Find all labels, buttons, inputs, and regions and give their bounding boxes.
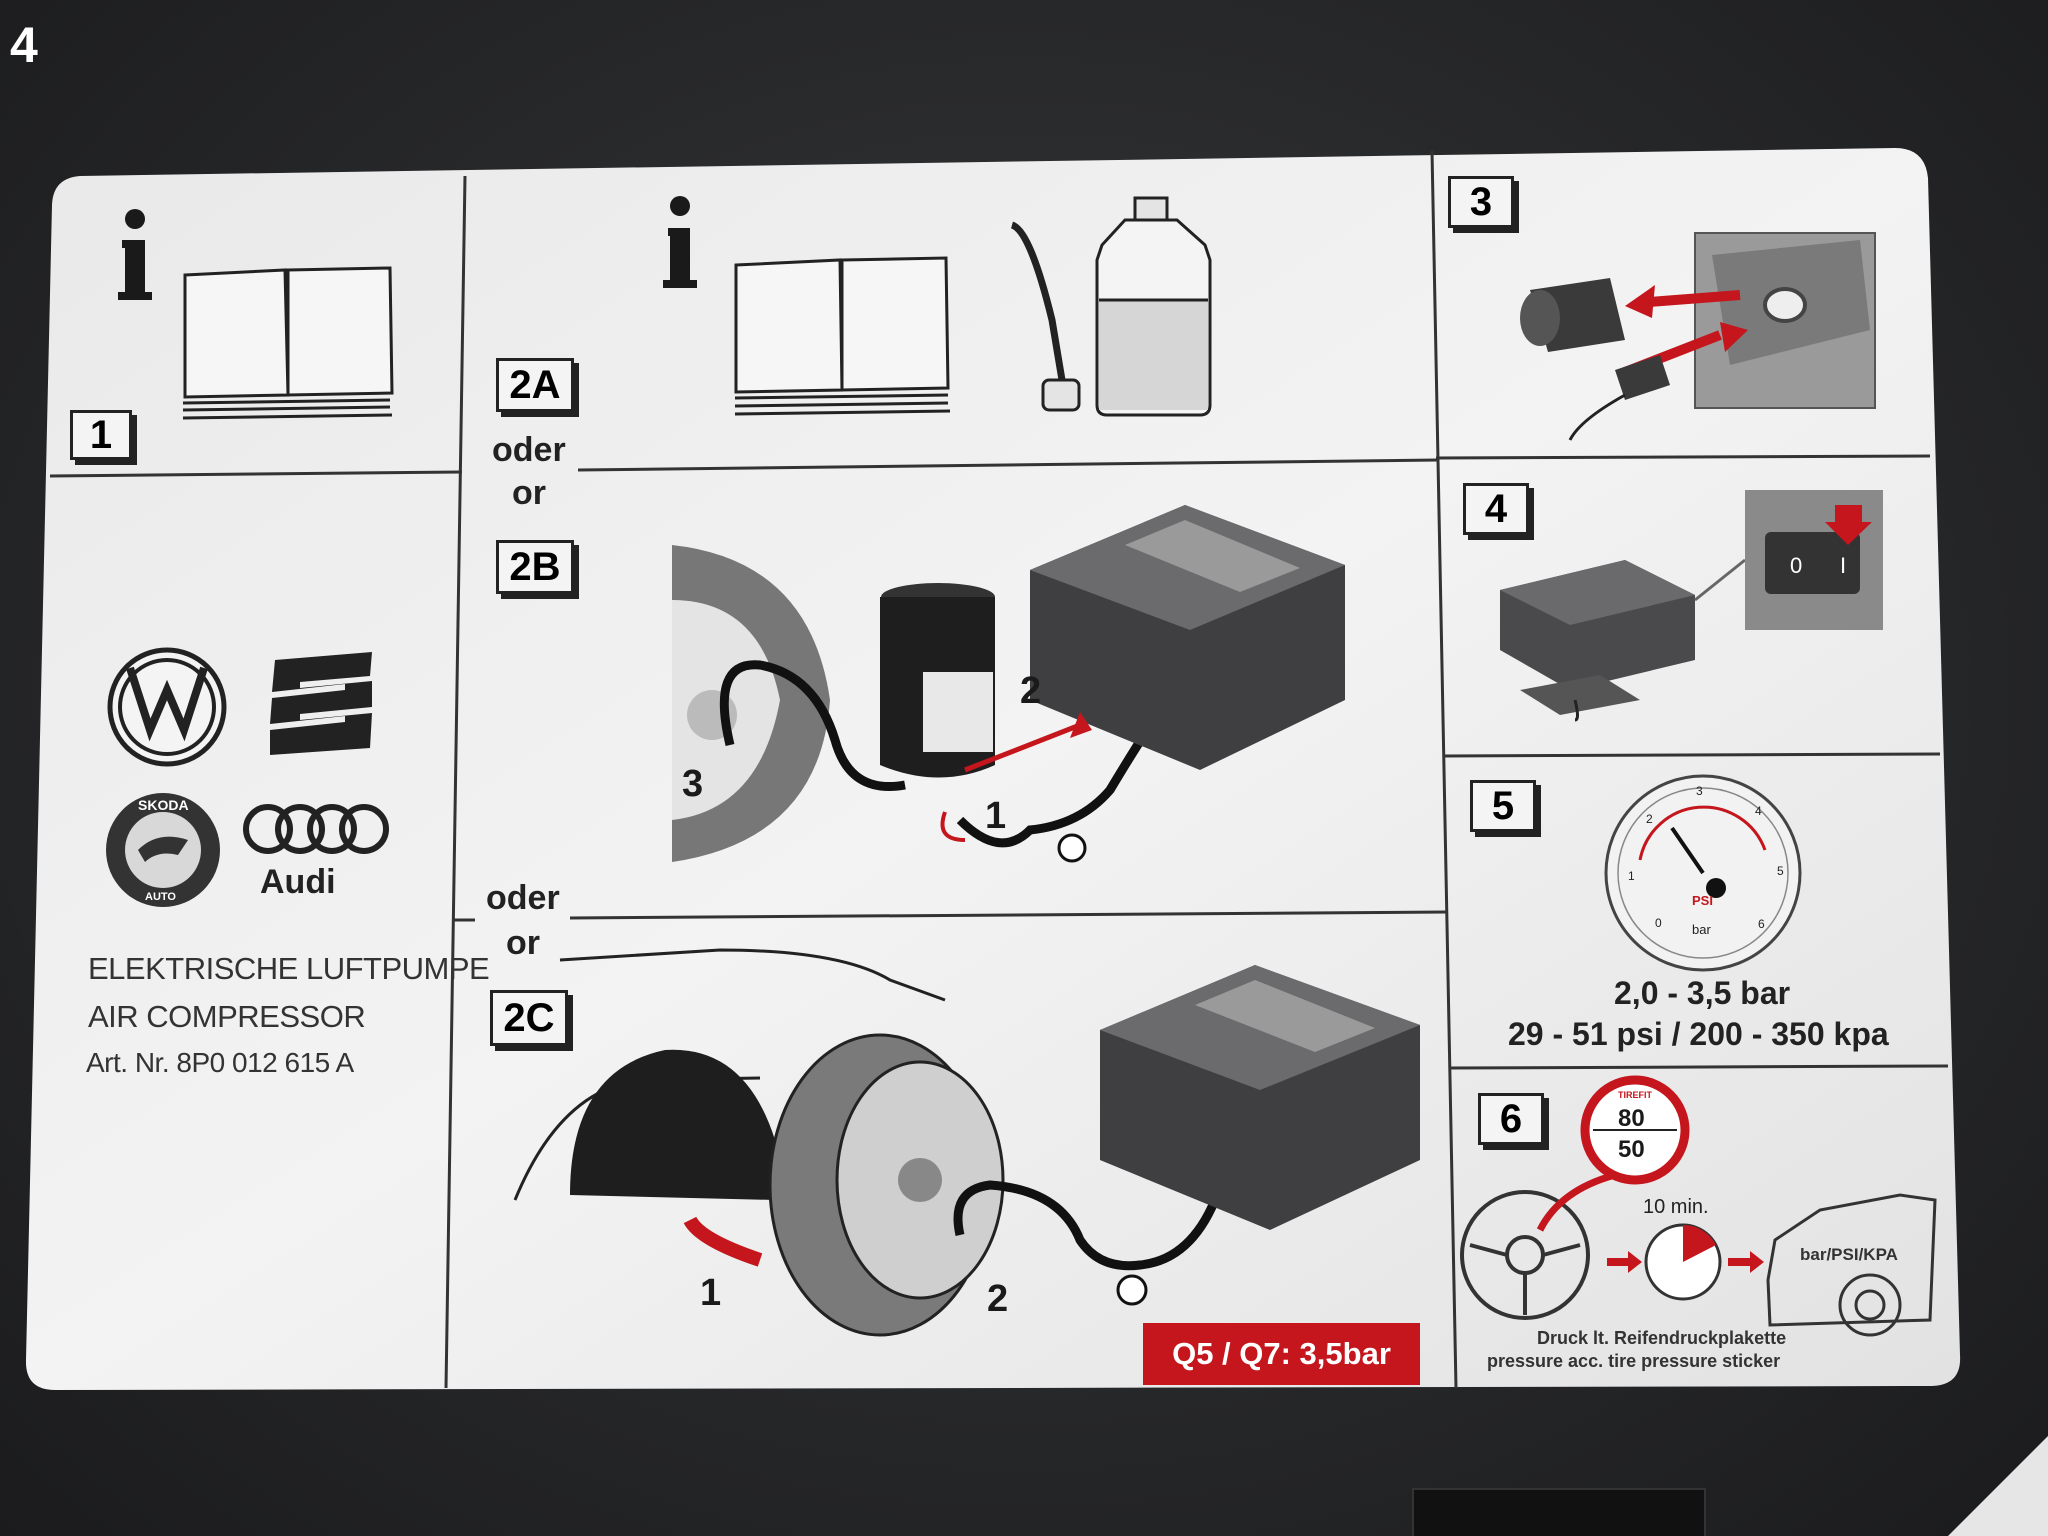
svg-text:AUTO: AUTO	[145, 891, 176, 903]
sticker-caption-german: Druck lt. Reifendruckplakette	[1537, 1328, 1787, 1348]
svg-text:SKODA: SKODA	[138, 797, 189, 813]
q5-q7-pressure-banner: Q5 / Q7: 3,5bar	[1143, 1323, 1420, 1385]
step-3-label: 3	[1448, 176, 1514, 228]
step-2b-substep-2: 2	[1020, 670, 1042, 712]
manual-book-icon	[734, 256, 951, 416]
step-2b-substep-3: 3	[682, 763, 704, 805]
compressor-icon	[1100, 965, 1420, 1230]
audi-rings-logo	[243, 804, 389, 854]
svg-text:I: I	[1840, 553, 1846, 578]
tire-icon	[768, 1033, 1005, 1337]
speed-limit-min: 50	[1618, 1136, 1645, 1163]
vw-logo	[107, 647, 227, 767]
compressor-icon	[1500, 560, 1695, 722]
sealant-canister-icon	[880, 583, 995, 778]
panel-grid	[49, 150, 1949, 1389]
pressure-range-psi-kpa: 29 - 51 psi / 200 - 350 kpa	[1508, 1016, 1889, 1052]
step-2b-substep-1: 1	[985, 795, 1007, 837]
audi-wordmark: Audi	[260, 863, 336, 901]
or-german-label: oder	[486, 879, 560, 917]
corner-fold	[1948, 1436, 2048, 1536]
manual-book-icon	[182, 266, 394, 420]
compressor-icon	[1030, 505, 1345, 770]
svg-text:2: 2	[1646, 812, 1653, 826]
or-english-label: or	[506, 924, 540, 962]
speed-limit-sign-icon	[1580, 1075, 1690, 1185]
speed-sign-brand: TIREFIT	[1618, 1090, 1652, 1100]
svg-text:1: 1	[1628, 869, 1635, 883]
pressure-units-label: bar/PSI/KPA	[1800, 1245, 1898, 1264]
seat-logo	[270, 652, 372, 755]
steering-wheel-icon	[1460, 1190, 1590, 1320]
article-number: Art. Nr. 8P0 012 615 A	[86, 1047, 354, 1078]
pressure-gauge-icon	[1057, 833, 1087, 863]
or-german-label: oder	[492, 431, 566, 469]
pointer-arrow	[1536, 1171, 1616, 1232]
timer-icon	[1644, 1223, 1722, 1301]
step-2c-label: 2C	[490, 990, 568, 1046]
step-1-label: 1	[70, 410, 132, 460]
or-english-label: or	[512, 474, 546, 512]
pressure-gauge-icon	[1116, 1274, 1148, 1306]
step-2c-substep-2: 2	[987, 1278, 1009, 1320]
svg-text:0: 0	[1655, 916, 1662, 930]
timer-label: 10 min.	[1643, 1196, 1709, 1218]
step-2c-substep-1: 1	[700, 1272, 722, 1314]
pressure-gauge-icon: 3 2 1 0 4 5 6	[1604, 774, 1802, 972]
hose	[719, 660, 906, 791]
red-arrow	[964, 722, 1081, 773]
gauge-bar-label: bar	[1692, 922, 1711, 937]
power-switch-icon: 0 I	[1694, 490, 1883, 630]
step-4-label: 4	[1463, 483, 1529, 535]
pressure-range-bar: 2,0 - 3,5 bar	[1614, 975, 1791, 1011]
step-5-label: 5	[1470, 780, 1536, 832]
speed-limit-max: 80	[1618, 1105, 1645, 1132]
step-2b-label: 2B	[496, 540, 574, 594]
photo-number-label: 4	[10, 17, 38, 73]
info-icon	[118, 209, 152, 300]
svg-text:3: 3	[1696, 784, 1703, 798]
svg-text:0: 0	[1790, 553, 1802, 578]
device-slot	[1412, 1488, 1706, 1536]
svg-text:4: 4	[1755, 804, 1762, 818]
product-name-english: AIR COMPRESSOR	[88, 999, 366, 1034]
wheel-arch	[570, 1049, 775, 1200]
info-icon	[663, 196, 697, 288]
sealant-bottle-icon	[1010, 196, 1212, 417]
skoda-logo: SKODA AUTO	[106, 793, 220, 907]
product-name-german: ELEKTRISCHE LUFTPUMPE	[88, 951, 490, 986]
car-rear-icon	[1766, 1193, 1937, 1337]
red-arrow	[683, 1216, 763, 1267]
svg-text:5: 5	[1777, 864, 1784, 878]
power-plug-icon	[1520, 232, 1876, 441]
svg-text:6: 6	[1758, 917, 1765, 931]
gauge-psi-label: PSI	[1692, 893, 1713, 908]
step-6-label: 6	[1478, 1093, 1544, 1145]
step-2a-label: 2A	[496, 358, 574, 412]
sticker-caption-english: pressure acc. tire pressure sticker	[1487, 1351, 1781, 1371]
